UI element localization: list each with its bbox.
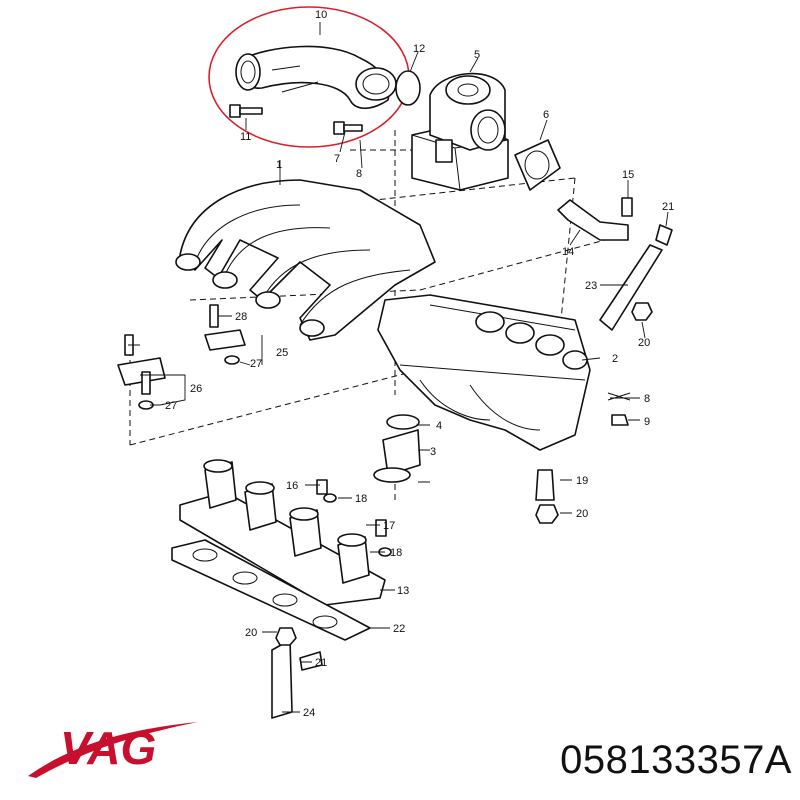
callout-18b: 18: [390, 547, 402, 559]
callout-8: 8: [356, 168, 362, 180]
callout-28: 28: [235, 311, 247, 323]
callout-27b: 27: [165, 400, 177, 412]
hose-clamp: [395, 70, 421, 106]
callout-2: 2: [612, 353, 618, 365]
callout-24: 24: [303, 707, 315, 719]
bolt-7: [333, 121, 363, 135]
callout-21: 21: [662, 201, 674, 213]
callout-labels: 10 12 5 11 7 8 6 1 15 21 14 23 20 2 28 2…: [165, 9, 674, 719]
callout-18: 18: [355, 493, 367, 505]
callout-15: 15: [622, 169, 634, 181]
callout-26: 26: [190, 383, 202, 395]
intake-manifold-lower: [377, 294, 591, 451]
support-23: [599, 224, 673, 331]
vag-logo: VAG: [28, 722, 198, 778]
bracket-14: [557, 197, 633, 241]
logo-text: VAG: [60, 722, 156, 774]
callout-5: 5: [474, 49, 480, 61]
callout-14: 14: [562, 246, 574, 258]
callout-12: 12: [413, 43, 425, 55]
callout-3: 3: [430, 446, 436, 458]
callout-17: 17: [383, 520, 395, 532]
callout-6: 6: [543, 109, 549, 121]
gasket-22: [171, 539, 371, 641]
logo-swoosh: [28, 722, 198, 778]
callout-8b: 8: [644, 393, 650, 405]
callout-22: 22: [393, 623, 405, 635]
intake-hose: [235, 45, 397, 110]
bolt-11: [229, 104, 263, 118]
callout-20: 20: [638, 337, 650, 349]
callout-23: 23: [585, 280, 597, 292]
callout-27: 27: [250, 358, 262, 370]
callout-21b: 21: [315, 657, 327, 669]
throttle-body: [411, 72, 509, 191]
callout-13: 13: [397, 585, 409, 597]
injector-rail-13: [179, 459, 386, 606]
right-fasteners: [535, 392, 631, 524]
sensor-26: [117, 334, 166, 410]
leader-lines: [128, 22, 669, 713]
callout-25: 25: [276, 347, 288, 359]
callout-9: 9: [644, 416, 650, 428]
callout-1: 1: [276, 159, 282, 171]
bracket-24: [271, 627, 323, 719]
callout-16: 16: [286, 480, 298, 492]
part-number: 058133357A: [560, 738, 792, 782]
callout-19: 19: [576, 475, 588, 487]
intake-manifold-upper: [175, 179, 436, 341]
callout-20c: 20: [245, 627, 257, 639]
callout-20b: 20: [576, 508, 588, 520]
bolt-16-17: [316, 479, 392, 557]
callout-10: 10: [315, 9, 327, 21]
callout-11: 11: [240, 131, 251, 143]
gasket-6: [514, 139, 561, 191]
callout-4: 4: [436, 420, 442, 432]
sensor-25: [204, 304, 246, 365]
coupling-3: [373, 414, 421, 483]
callout-7: 7: [334, 153, 340, 165]
